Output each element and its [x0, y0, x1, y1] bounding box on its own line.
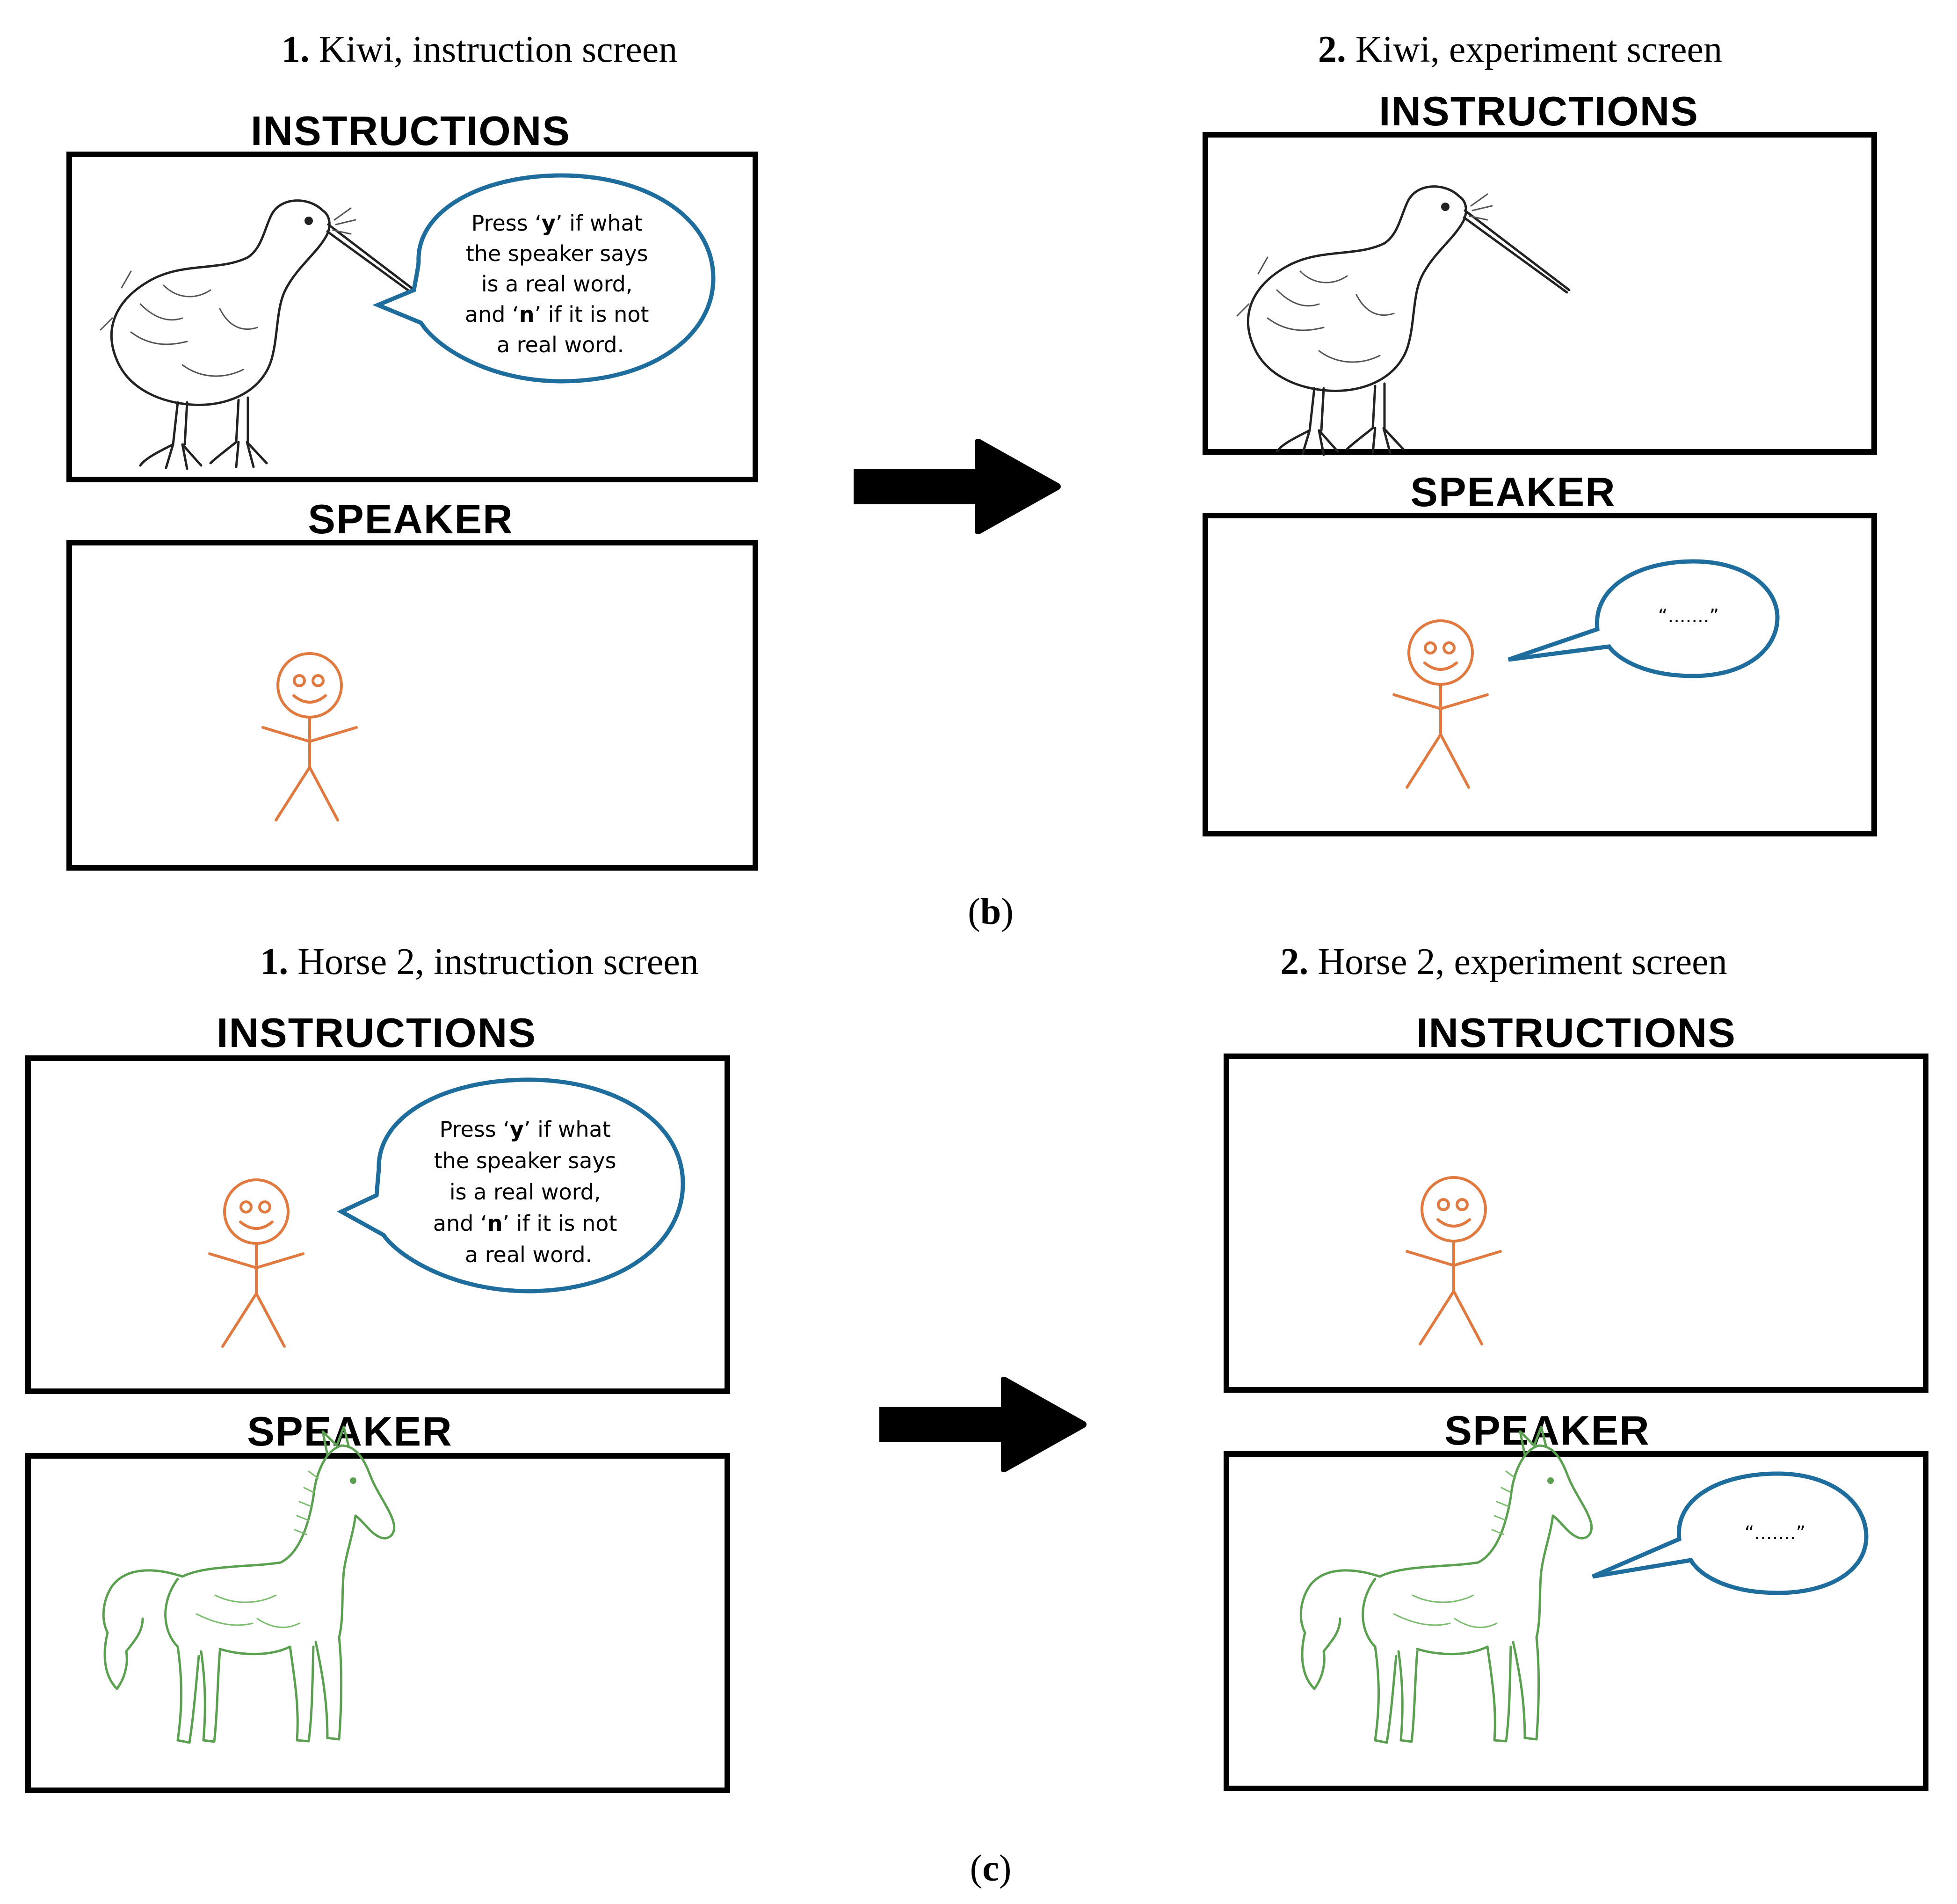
- panel-label-c: (c): [970, 1848, 1012, 1889]
- speaker-heading: SPEAKER: [308, 496, 513, 542]
- section-b: 1. Kiwi, instruction screen INSTRUCTIONS…: [66, 29, 1877, 932]
- instructions-box: [1224, 1054, 1928, 1393]
- speech-bubble: “.......”: [1592, 1471, 1869, 1595]
- caption-b1: 1. Kiwi, instruction screen: [282, 29, 677, 70]
- speaker-box: [1203, 513, 1877, 836]
- panel-b2: 2. Kiwi, experiment screen INSTRUCTIONS …: [1203, 29, 1877, 836]
- speech-bubble: “.......”: [1508, 559, 1780, 678]
- speaker-box: [25, 1453, 730, 1793]
- instructions-heading: INSTRUCTIONS: [1379, 88, 1699, 134]
- instructions-box: [1203, 132, 1877, 455]
- arrow-icon: [879, 1377, 1087, 1472]
- caption-b2: 2. Kiwi, experiment screen: [1318, 29, 1722, 70]
- instructions-heading: INSTRUCTIONS: [251, 108, 571, 154]
- speaker-box: [66, 540, 758, 871]
- arrow-icon: [854, 439, 1061, 534]
- instruction-bubble-text: Press ‘y’ if what the speaker says is a …: [433, 1117, 624, 1267]
- panel-c2: 2. Horse 2, experiment screen INSTRUCTIO…: [1224, 941, 1928, 1791]
- instructions-heading: INSTRUCTIONS: [217, 1010, 536, 1056]
- panel-b1: 1. Kiwi, instruction screen INSTRUCTIONS…: [66, 29, 758, 871]
- caption-c1: 1. Horse 2, instruction screen: [260, 941, 699, 982]
- speech-bubble-text: “.......”: [1745, 1522, 1805, 1544]
- instructions-heading: INSTRUCTIONS: [1416, 1010, 1736, 1056]
- caption-c2: 2. Horse 2, experiment screen: [1280, 941, 1727, 982]
- instruction-speech-bubble: Press ‘y’ if what the speaker says is a …: [337, 1077, 685, 1294]
- speaker-heading: SPEAKER: [1410, 469, 1616, 515]
- instruction-bubble-text: Press ‘y’ if what the speaker says is a …: [465, 211, 656, 357]
- panel-label-b: (b): [968, 891, 1014, 932]
- panel-c1: 1. Horse 2, instruction screen INSTRUCTI…: [25, 941, 730, 1793]
- section-c: 1. Horse 2, instruction screen INSTRUCTI…: [25, 941, 1928, 1889]
- speech-bubble-text: “.......”: [1658, 605, 1719, 627]
- instruction-speech-bubble: Press ‘y’ if what the speaker says is a …: [372, 173, 716, 384]
